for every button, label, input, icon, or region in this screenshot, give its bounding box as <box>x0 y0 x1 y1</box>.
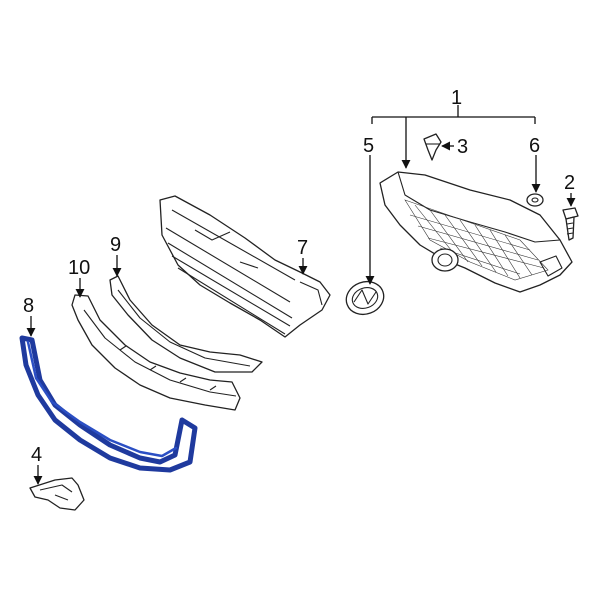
bracket-part <box>29 477 85 511</box>
lower-garnish-part <box>71 294 241 411</box>
callout-4: 4 <box>31 444 42 466</box>
molding-part <box>109 275 263 373</box>
lower-trim-strip-highlighted <box>19 335 198 473</box>
callout-labels: 1 2 3 4 5 6 7 8 9 10 <box>23 87 575 466</box>
emblem-part <box>345 280 385 316</box>
callout-10: 10 <box>68 257 90 279</box>
grille-support-assembly <box>379 171 573 293</box>
leader-lines <box>26 105 576 485</box>
callout-5: 5 <box>363 135 374 157</box>
bolt-part <box>562 207 579 241</box>
callout-3: 3 <box>457 136 468 158</box>
clip-part <box>423 133 442 161</box>
callout-7: 7 <box>297 237 308 259</box>
callout-9: 9 <box>110 234 121 256</box>
callout-1: 1 <box>451 87 462 109</box>
callout-2: 2 <box>564 172 575 194</box>
grille-part <box>159 195 331 338</box>
callout-8: 8 <box>23 295 34 317</box>
washer-part <box>526 193 544 207</box>
callout-6: 6 <box>529 135 540 157</box>
